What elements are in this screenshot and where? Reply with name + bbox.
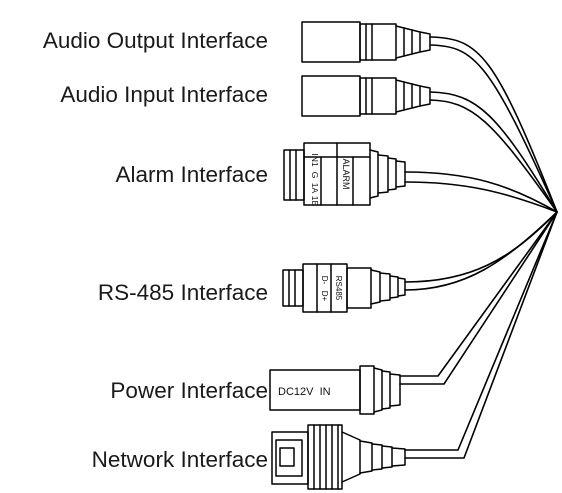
label-audio-input: Audio Input Interface: [60, 82, 268, 107]
alarm-pin-1a: 1A: [310, 183, 320, 194]
rs485-pin-dminus: D-: [320, 276, 329, 285]
alarm-pin-1b: 1B: [310, 196, 320, 207]
label-audio-output: Audio Output Interface: [42, 28, 268, 53]
label-rs485: RS-485 Interface: [97, 280, 268, 305]
power-jack-icon: [269, 365, 401, 415]
rj45-jack-icon: [271, 424, 406, 490]
rs485-block-header: RS485: [334, 276, 343, 301]
alarm-terminal-block-icon: [283, 142, 406, 206]
alarm-block-header: ALARM: [341, 158, 351, 189]
cable-bundle: [399, 36, 558, 459]
alarm-pin-in1: IN1: [310, 153, 320, 167]
label-network: Network Interface: [91, 447, 268, 472]
label-alarm: Alarm Interface: [115, 162, 268, 187]
power-jack-text: DC12V IN: [278, 386, 331, 398]
alarm-pin-g: G: [310, 172, 320, 179]
audio-output-jack-icon: [301, 21, 431, 63]
rs485-terminal-block-icon: [282, 263, 406, 313]
rs485-pin-dplus: D+: [320, 291, 329, 302]
audio-input-jack-icon: [301, 75, 431, 117]
label-power: Power Interface: [110, 378, 268, 403]
